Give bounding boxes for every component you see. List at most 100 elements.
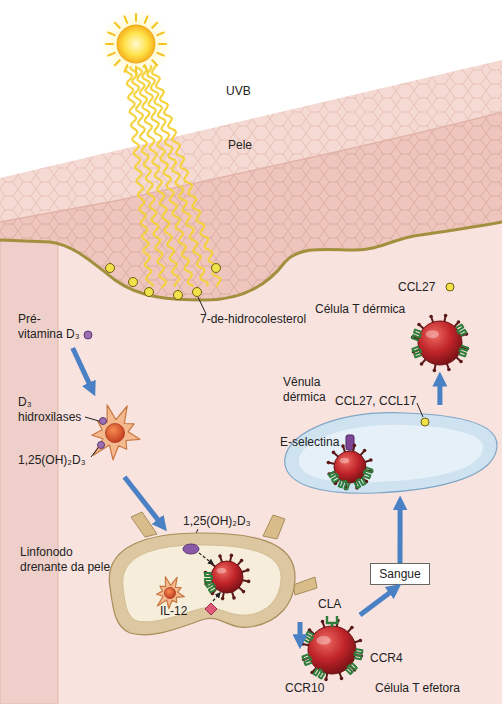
g-shape bbox=[339, 480, 350, 490]
circle-shape bbox=[429, 315, 433, 319]
circle-shape bbox=[332, 451, 336, 455]
node-text: Vênula dérmica bbox=[283, 375, 338, 405]
flow-arrow bbox=[298, 622, 303, 636]
uvb-waves bbox=[126, 65, 221, 288]
path-shape bbox=[205, 603, 217, 615]
circle-shape bbox=[100, 418, 107, 425]
label-text: 7-de-hidrocolesterol bbox=[200, 312, 306, 327]
line-shape bbox=[125, 16, 128, 23]
circle-shape bbox=[369, 458, 373, 462]
circle-shape bbox=[446, 283, 454, 291]
path-shape bbox=[363, 467, 373, 478]
circle-shape bbox=[433, 369, 437, 373]
line-shape bbox=[145, 16, 148, 23]
line-shape bbox=[108, 33, 115, 36]
ellipse-shape bbox=[316, 636, 330, 645]
circle-shape bbox=[240, 559, 244, 563]
path-shape bbox=[302, 654, 312, 665]
circle-shape bbox=[174, 291, 183, 300]
node-text: Célula T dérmica bbox=[315, 302, 405, 317]
flow-arrow bbox=[73, 348, 90, 384]
g-shape bbox=[329, 471, 340, 482]
label-text: IL-12 bbox=[160, 604, 187, 619]
polygon-shape bbox=[131, 512, 157, 537]
line-shape bbox=[135, 14, 137, 21]
path-shape bbox=[456, 325, 467, 336]
circle-shape bbox=[165, 588, 176, 599]
node-text: CLA bbox=[318, 597, 341, 612]
circle-shape bbox=[106, 264, 115, 273]
leader-line bbox=[198, 297, 206, 314]
path-shape bbox=[412, 346, 422, 357]
circle-shape bbox=[324, 678, 328, 682]
node-text: CCR4 bbox=[370, 651, 403, 666]
flow-arrow bbox=[125, 477, 159, 521]
basement-membrane bbox=[0, 222, 502, 300]
blood-box: Sangue bbox=[370, 563, 430, 585]
circle-shape bbox=[106, 424, 125, 443]
path-shape bbox=[152, 65, 221, 287]
g-shape bbox=[354, 478, 365, 489]
lymph-node: Linfonodo drenante da pele bbox=[15, 530, 300, 645]
g-shape bbox=[363, 467, 373, 478]
circle-shape bbox=[459, 360, 463, 364]
flow-arrow bbox=[437, 385, 442, 405]
line-shape bbox=[159, 43, 166, 45]
node-text: Linfonodo drenante da pele bbox=[20, 545, 120, 575]
circle-shape bbox=[421, 418, 429, 426]
circle-shape bbox=[193, 288, 202, 297]
effector-t-cell: CLACCR4CCR10Célula T efetora bbox=[300, 615, 500, 700]
node-text: Sangue bbox=[371, 566, 429, 582]
circle-shape bbox=[129, 278, 138, 287]
polygon-shape bbox=[92, 405, 140, 460]
node-text: 1,25(OH)₂D₃ bbox=[18, 453, 86, 468]
path-shape bbox=[339, 480, 350, 490]
line-shape bbox=[85, 417, 99, 421]
path-shape bbox=[412, 330, 422, 341]
node-text: D₃ hidroxilases bbox=[18, 395, 88, 425]
dehydrocholesterol-dots bbox=[106, 264, 221, 300]
path-shape bbox=[345, 663, 356, 674]
node-text: CCR10 bbox=[285, 681, 324, 696]
sun-glow bbox=[100, 8, 172, 80]
label-text: 1,25(OH)₂D₃ bbox=[183, 514, 251, 529]
circle-shape bbox=[444, 314, 448, 318]
g-shape bbox=[458, 346, 468, 357]
epidermis bbox=[0, 112, 502, 300]
node-shape bbox=[275, 405, 500, 497]
g-shape bbox=[354, 649, 362, 659]
g-shape bbox=[412, 346, 422, 357]
node-text: E-selectina bbox=[280, 435, 339, 450]
circle-shape bbox=[230, 554, 234, 558]
circle-shape bbox=[350, 626, 354, 630]
line-shape bbox=[417, 403, 423, 417]
circle-shape bbox=[447, 368, 451, 372]
circle-shape bbox=[212, 264, 221, 273]
label-text: UVB bbox=[226, 84, 251, 99]
circle-shape bbox=[321, 620, 325, 624]
circle-shape bbox=[232, 596, 236, 600]
g-shape bbox=[314, 668, 325, 679]
previtamin-node: Pré-vitamina D₃ bbox=[18, 312, 94, 348]
path-shape bbox=[123, 545, 281, 622]
path-shape bbox=[354, 478, 365, 489]
g-shape bbox=[109, 512, 317, 635]
path-shape bbox=[327, 616, 337, 627]
circle-shape bbox=[308, 626, 356, 674]
g-shape bbox=[302, 654, 312, 665]
path-shape bbox=[206, 581, 217, 592]
node-text: CCL27 bbox=[398, 280, 435, 295]
epidermis-texture bbox=[0, 112, 502, 300]
line-shape bbox=[115, 23, 120, 28]
flow-arrow bbox=[360, 592, 390, 615]
circle-shape bbox=[341, 444, 345, 448]
circle-shape bbox=[301, 642, 305, 646]
polygon-shape bbox=[293, 577, 317, 595]
sun bbox=[117, 25, 155, 63]
circle-shape bbox=[246, 568, 250, 572]
line-shape bbox=[106, 43, 113, 45]
circle-shape bbox=[363, 449, 367, 453]
path-shape bbox=[329, 471, 340, 482]
